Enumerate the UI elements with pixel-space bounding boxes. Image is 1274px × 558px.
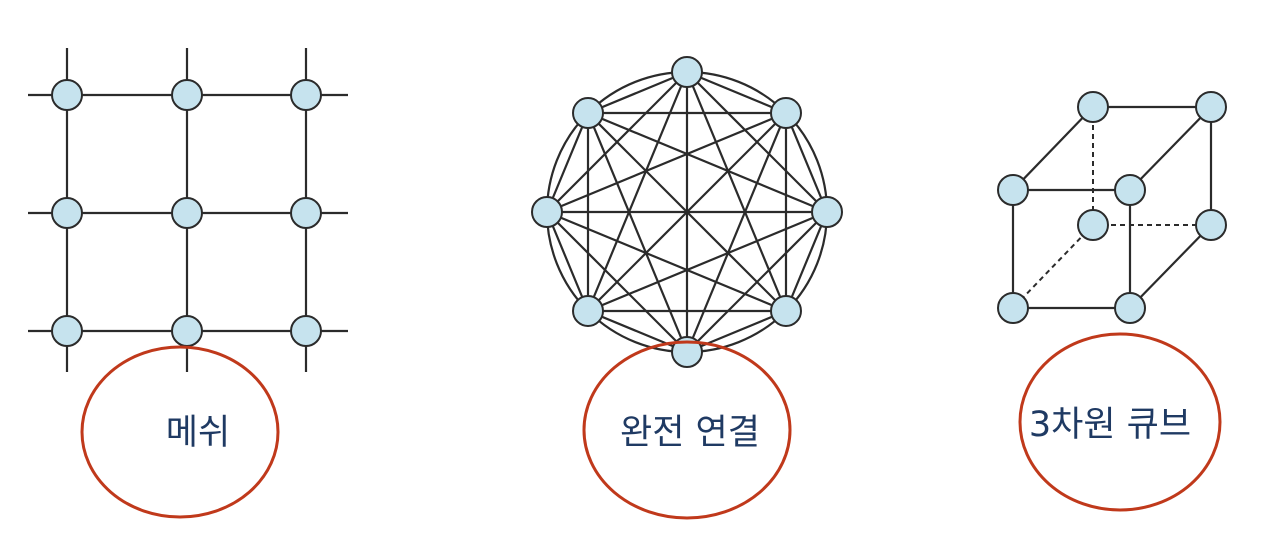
full-edge bbox=[545, 112, 590, 213]
cube-label: 3차원 큐브 bbox=[1029, 405, 1191, 445]
mesh-node bbox=[171, 315, 203, 347]
mesh-node bbox=[290, 197, 322, 229]
cube-edges bbox=[1011, 105, 1213, 310]
mesh-node bbox=[290, 79, 322, 111]
cube-node bbox=[997, 174, 1029, 206]
cube-caption-group: 3차원 큐브 bbox=[1018, 332, 1222, 512]
full-node bbox=[769, 97, 802, 130]
full-edges bbox=[545, 70, 829, 354]
mesh-topology bbox=[28, 48, 348, 372]
cube-node bbox=[1114, 292, 1146, 324]
full-edge bbox=[587, 210, 828, 313]
full-edge bbox=[546, 210, 787, 313]
mesh-node bbox=[290, 315, 322, 347]
full-node bbox=[572, 294, 605, 327]
full-edge bbox=[546, 211, 688, 353]
full-edge bbox=[685, 112, 788, 353]
mesh-node bbox=[51, 315, 83, 347]
full-caption-group: 완전 연결 bbox=[582, 340, 792, 520]
cube-node bbox=[997, 292, 1029, 324]
cube-node bbox=[1114, 174, 1146, 206]
mesh-node bbox=[171, 79, 203, 111]
full-edge bbox=[545, 211, 590, 312]
mesh-node bbox=[51, 79, 83, 111]
full-edge bbox=[686, 70, 787, 115]
full-nodes bbox=[531, 56, 843, 368]
full-node bbox=[811, 196, 843, 228]
full-edge bbox=[587, 112, 787, 312]
full-node bbox=[531, 196, 563, 228]
full-edge bbox=[784, 112, 829, 213]
full-edge bbox=[686, 309, 787, 354]
full-node bbox=[671, 56, 703, 88]
full-edge bbox=[546, 111, 787, 214]
full-node bbox=[769, 294, 802, 327]
full-highlight-circle bbox=[582, 340, 792, 520]
cube-topology bbox=[997, 91, 1227, 324]
mesh-nodes bbox=[51, 79, 322, 347]
full-edge bbox=[586, 112, 689, 353]
full-edge bbox=[784, 211, 829, 312]
mesh-highlight-circle bbox=[80, 345, 280, 519]
full-edge bbox=[586, 71, 689, 312]
cube-nodes bbox=[997, 91, 1227, 324]
full-node bbox=[671, 336, 703, 368]
full-edge bbox=[587, 309, 688, 354]
mesh-caption-group: 메쉬 bbox=[80, 345, 280, 519]
full-label: 완전 연결 bbox=[620, 413, 760, 453]
full-edge bbox=[587, 111, 828, 214]
mesh-node bbox=[171, 197, 203, 229]
full-edge bbox=[685, 71, 788, 312]
cube-node bbox=[1077, 91, 1109, 123]
fully-connected-topology bbox=[531, 56, 843, 368]
cube-node bbox=[1077, 209, 1109, 241]
mesh-node bbox=[51, 197, 83, 229]
full-edge bbox=[587, 70, 688, 115]
cube-highlight-circle bbox=[1018, 332, 1222, 512]
cube-node bbox=[1195, 91, 1227, 123]
full-node bbox=[572, 97, 605, 130]
cube-node bbox=[1195, 209, 1227, 241]
mesh-label: 메쉬 bbox=[166, 413, 230, 453]
